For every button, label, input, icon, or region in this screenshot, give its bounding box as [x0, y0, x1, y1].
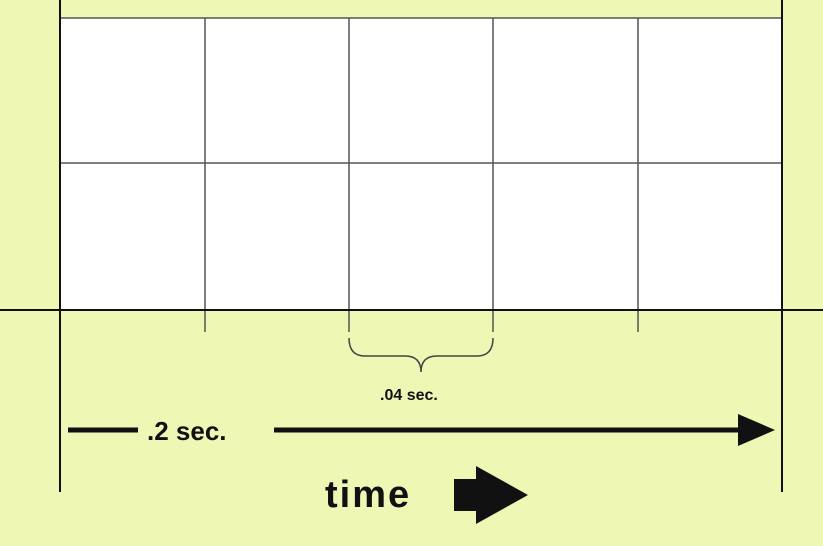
- large-interval-label: .2 sec.: [147, 416, 227, 446]
- right-arrow-icon: [454, 466, 528, 524]
- small-interval-label: .04 sec.: [380, 387, 438, 404]
- arrowhead-icon: [738, 414, 775, 446]
- grid-lines: [60, 17, 782, 332]
- curly-brace-icon: [348, 337, 494, 373]
- grid-area: [60, 18, 782, 310]
- time-axis-label: time: [325, 474, 412, 516]
- interval-arrow: [68, 414, 775, 446]
